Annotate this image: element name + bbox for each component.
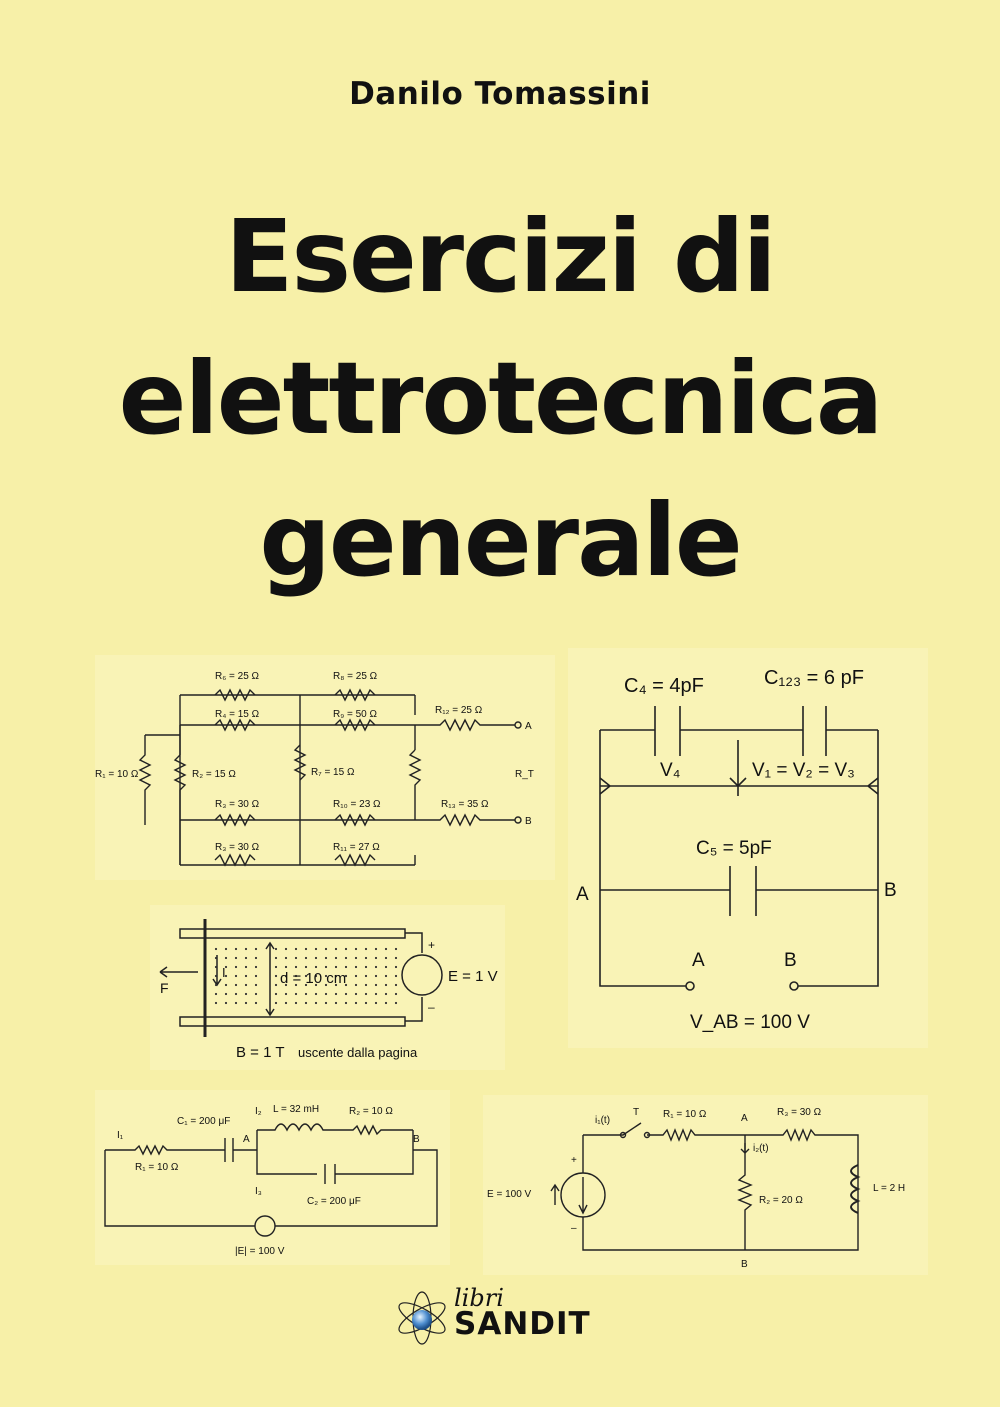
label-node-a-left: A [576, 884, 589, 905]
label-node-b: B [741, 1259, 748, 1270]
label-r2: R₂ = 10 Ω [349, 1106, 393, 1117]
label-r4: R₄ = 15 Ω [215, 709, 260, 720]
circuit-rlc-source: I₁ C₁ = 200 μF A I₂ L = 32 mH R₂ = 10 Ω … [95, 1090, 450, 1265]
label-node-b-right: B [884, 880, 897, 901]
label-minus: – [571, 1223, 577, 1234]
publisher-logo: libri SANDIT [392, 1284, 622, 1354]
label-v123: V₁ = V₂ = V₃ [752, 760, 855, 781]
circuit-switched-rl: i₁(t) T R₁ = 10 Ω A R₃ = 30 Ω i₂(t) E = … [483, 1095, 928, 1275]
label-vab: V_AB = 100 V [690, 1012, 810, 1033]
label-r3a: R₃ = 30 Ω [215, 799, 260, 810]
label-r1: R₁ = 10 Ω [95, 769, 139, 780]
label-rt: R_T [515, 769, 534, 780]
label-inductor: L = 2 H [873, 1183, 905, 1194]
label-i2t: i₂(t) [753, 1143, 769, 1154]
circuit-capacitor-network: C₄ = 4pF C₁₂₃ = 6 pF V₄ V₁ = V₂ = V₃ C₅ … [568, 648, 928, 1048]
label-v4: V₄ [660, 760, 681, 781]
book-title: Esercizi di elettrotecnica generale [0, 186, 1000, 612]
label-field-direction: uscente dalla pagina [298, 1045, 418, 1060]
label-force: F [160, 980, 169, 996]
label-plus: + [428, 938, 435, 952]
atom-icon [398, 1291, 446, 1345]
label-inductor: L = 32 mH [273, 1104, 319, 1115]
label-terminal-b: B [784, 950, 797, 971]
circuit-resistor-network: R₆ = 25 Ω R₈ = 25 Ω R₄ = 15 Ω R₉ = 50 Ω … [95, 655, 555, 880]
label-r1: R₁ = 10 Ω [663, 1109, 707, 1120]
label-c1: C₁ = 200 μF [177, 1116, 230, 1127]
label-r10: R₁₀ = 23 Ω [333, 799, 381, 810]
label-c123: C₁₂₃ = 6 pF [764, 667, 864, 689]
publisher-line-1: libri [454, 1284, 504, 1312]
label-emf: E = 1 V [448, 968, 498, 985]
label-r7: R₇ = 15 Ω [311, 767, 355, 778]
circuit-moving-conductor: F I d = 10 cm + – E = 1 V B = 1 T uscent… [150, 905, 505, 1070]
title-line-3: generale [259, 482, 742, 599]
label-i1: I₁ [117, 1130, 124, 1141]
label-r11: R₁₁ = 27 Ω [333, 842, 380, 853]
label-node-a: A [525, 721, 532, 732]
label-r1: R₁ = 10 Ω [135, 1162, 179, 1173]
label-field: B = 1 T [236, 1044, 285, 1061]
label-distance: d = 10 cm [280, 970, 346, 987]
label-i2: I₂ [255, 1106, 262, 1117]
label-switch: T [633, 1107, 639, 1118]
label-r2: R₂ = 15 Ω [192, 769, 236, 780]
label-r3: R₃ = 30 Ω [777, 1107, 822, 1118]
label-r12: R₁₂ = 25 Ω [435, 705, 483, 716]
label-r13: R₁₃ = 35 Ω [441, 799, 489, 810]
label-current: I [222, 965, 226, 980]
label-c4: C₄ = 4pF [624, 675, 704, 697]
label-r9: R₉ = 50 Ω [333, 709, 377, 720]
label-r3b: R₃ = 30 Ω [215, 842, 260, 853]
label-i3: I₃ [255, 1186, 262, 1197]
label-node-b: B [525, 816, 532, 827]
label-source: E = 100 V [487, 1189, 532, 1200]
publisher-line-2: SANDIT [454, 1306, 591, 1342]
label-minus: – [428, 1000, 435, 1014]
label-node-b: B [413, 1134, 420, 1145]
label-source: |E| = 100 V [235, 1246, 285, 1257]
title-line-1: Esercizi di [225, 198, 777, 315]
label-i1t: i₁(t) [595, 1115, 610, 1126]
label-c2: C₂ = 200 μF [307, 1196, 361, 1207]
label-node-a: A [741, 1113, 748, 1124]
label-r2: R₂ = 20 Ω [759, 1195, 803, 1206]
author-name: Danilo Tomassini [349, 76, 651, 112]
title-line-2: elettrotecnica [118, 340, 884, 457]
label-r6: R₆ = 25 Ω [215, 671, 260, 682]
label-c5: C₅ = 5pF [696, 838, 772, 859]
label-r8: R₈ = 25 Ω [333, 671, 378, 682]
label-node-a: A [243, 1134, 250, 1145]
label-terminal-a: A [692, 950, 705, 971]
label-plus: + [571, 1155, 577, 1166]
